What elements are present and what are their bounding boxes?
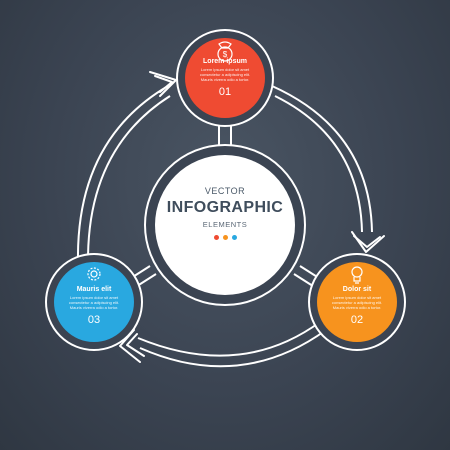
node-circle-01 [185, 38, 265, 118]
center-line-infographic: INFOGRAPHIC [166, 199, 284, 216]
step-title: Dolor sit [342, 286, 372, 293]
money-bag-icon: $ [217, 41, 233, 62]
arrow-01-to-02 [271, 85, 373, 233]
dot-orange [222, 235, 228, 240]
center-line-elements: ELEMENTS [202, 220, 248, 229]
cycle-arrows [76, 71, 385, 368]
center-circle [155, 155, 295, 295]
step-body: Lorem ipsum dolor sit amet consectetur a… [199, 67, 251, 82]
dot-red [213, 235, 219, 240]
step-body: Lorem ipsum dolor sit amet consectetur a… [68, 295, 120, 310]
node-circle-03 [54, 262, 134, 342]
step-number: 01 [218, 86, 232, 98]
center-line-vector: VECTOR [204, 186, 246, 196]
gear-icon [87, 267, 101, 281]
step-number: 03 [87, 314, 101, 326]
color-dots [150, 235, 300, 240]
step-03: Mauris elit Lorem ipsum dolor sit amet c… [54, 284, 134, 326]
step-title: Mauris elit [76, 286, 112, 293]
arrow-03-to-01 [76, 85, 169, 263]
step-body: Lorem ipsum dolor sit amet consectetur a… [331, 295, 383, 310]
step-number: 02 [350, 314, 364, 326]
step-02: Dolor sit Lorem ipsum dolor sit amet con… [317, 284, 397, 326]
dot-blue [231, 235, 237, 240]
step-title: Lorem ipsum [203, 58, 247, 65]
step-01: Lorem ipsum Lorem ipsum dolor sit amet c… [185, 56, 265, 98]
arrow-02-to-03 [139, 329, 327, 368]
center-label: VECTOR INFOGRAPHIC ELEMENTS [150, 160, 300, 290]
lightbulb-icon [351, 266, 363, 284]
svg-text:$: $ [223, 50, 228, 59]
node-circle-02 [317, 262, 397, 342]
